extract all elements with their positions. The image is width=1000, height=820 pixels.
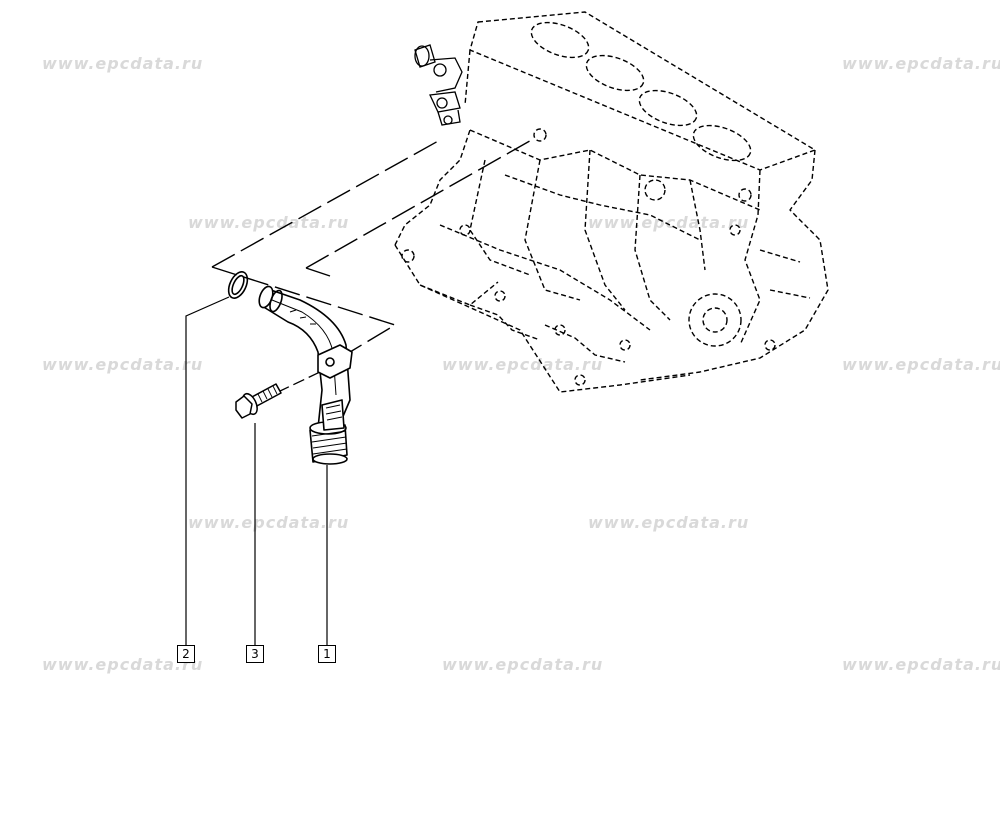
assembly-guide-lines — [211, 137, 536, 353]
callout-3[interactable]: 3 — [246, 645, 264, 663]
callout-1[interactable]: 1 — [318, 645, 336, 663]
watermark: www.epcdata.ru — [42, 655, 204, 674]
watermark: www.epcdata.ru — [842, 355, 1000, 374]
bolt-axis-line — [277, 371, 321, 393]
watermark: www.epcdata.ru — [842, 54, 1000, 73]
watermark: www.epcdata.ru — [188, 513, 350, 532]
coolant-fitting — [414, 44, 463, 126]
watermark: www.epcdata.ru — [588, 513, 750, 532]
watermark: www.epcdata.ru — [842, 655, 1000, 674]
watermark: www.epcdata.ru — [588, 213, 750, 232]
engine-block-outline — [394, 11, 829, 393]
bolt — [235, 383, 282, 419]
watermark: www.epcdata.ru — [42, 355, 204, 374]
o-ring — [227, 271, 249, 299]
watermark: www.epcdata.ru — [188, 213, 350, 232]
pickup-tube — [258, 285, 353, 465]
callout-2[interactable]: 2 — [177, 645, 195, 663]
watermark: www.epcdata.ru — [442, 655, 604, 674]
watermark: www.epcdata.ru — [442, 355, 604, 374]
leader-lines — [185, 296, 328, 645]
watermark: www.epcdata.ru — [42, 54, 204, 73]
